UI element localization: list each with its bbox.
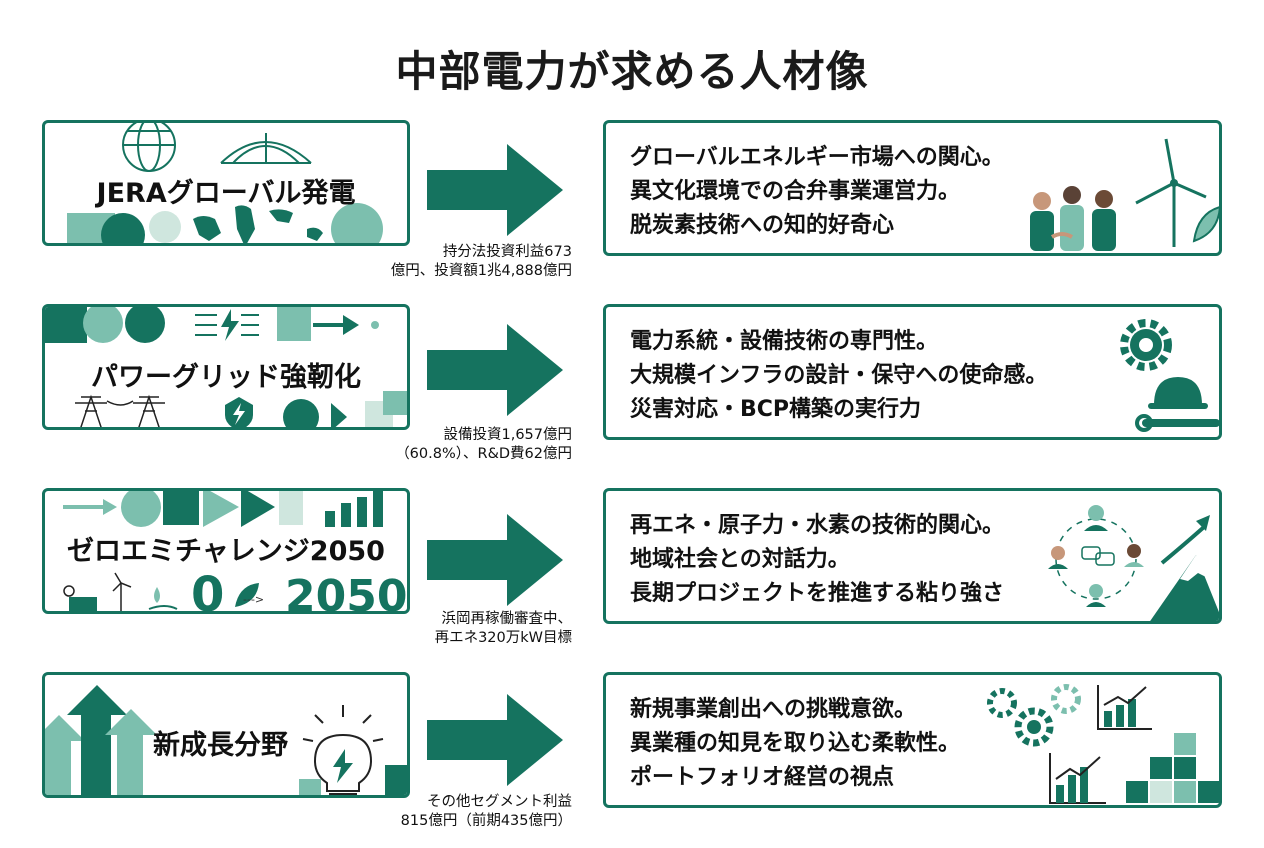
talent-card-grid: 電力系統・設備技術の専門性。 大規模インフラの設計・保守への使命感。 災害対応・… bbox=[603, 304, 1222, 440]
segment-label: ゼロエミチャレンジ2050 bbox=[67, 536, 385, 567]
arrow-right-icon bbox=[427, 694, 563, 786]
segment-card-grid: パワーグリッド強靭化 bbox=[42, 304, 410, 430]
gears-chart-blocks-icon bbox=[987, 684, 1219, 804]
zero-emission-illustration: ---> bbox=[63, 491, 383, 611]
segment-label: JERAグローバル発電 bbox=[96, 178, 356, 209]
segment-card-newgrowth: 新成長分野 bbox=[42, 672, 410, 798]
arrow-right-icon bbox=[427, 324, 563, 416]
talent-requirements: 新規事業創出への挑戦意欲。 異業種の知見を取り込む柔軟性。 ポートフォリオ経営の… bbox=[630, 697, 961, 790]
power-grid-illustration bbox=[45, 307, 407, 427]
segment-label: 新成長分野 bbox=[153, 730, 288, 761]
arrow-right-icon bbox=[427, 144, 563, 236]
segment-note: 浜岡再稼働審査中、 再エネ320万kW目標 bbox=[434, 611, 572, 646]
zero-figure: 0 bbox=[191, 567, 225, 614]
talent-requirements: 再エネ・原子力・水素の技術的関心。 地域社会との対話力。 長期プロジェクトを推進… bbox=[630, 513, 1005, 606]
arrow-right-icon bbox=[427, 514, 563, 606]
year-figure: 2050 bbox=[285, 571, 408, 614]
segment-note: 持分法投資利益673 億円、投資額1兆4,888億円 bbox=[390, 244, 572, 279]
gear-helmet-wrench-icon bbox=[1120, 319, 1219, 432]
segment-note: 設備投資1,657億円 （60.8%）、R&D費62億円 bbox=[395, 427, 572, 462]
handshake-wind-turbine-icon bbox=[1030, 138, 1219, 251]
growth-lightbulb-illustration bbox=[45, 685, 407, 795]
talent-requirements: グローバルエネルギー市場への関心。 異文化環境での合弁事業運営力。 脱炭素技術へ… bbox=[630, 145, 1004, 238]
community-dialogue-mountain-icon bbox=[1048, 505, 1219, 621]
svg-text:--->: ---> bbox=[243, 593, 264, 606]
segment-label: パワーグリッド強靭化 bbox=[91, 362, 361, 393]
talent-card-jera: グローバルエネルギー市場への関心。 異文化環境での合弁事業運営力。 脱炭素技術へ… bbox=[603, 120, 1222, 256]
segment-note: その他セグメント利益 815億円（前期435億円） bbox=[400, 794, 572, 829]
talent-card-zeroemi: 再エネ・原子力・水素の技術的関心。 地域社会との対話力。 長期プロジェクトを推進… bbox=[603, 488, 1222, 624]
segment-card-jera: JERAグローバル発電 bbox=[42, 120, 410, 246]
segment-card-zeroemi: ---> ゼロエミチャレンジ2050 0 2050 bbox=[42, 488, 410, 614]
globe-map-illustration bbox=[67, 123, 383, 243]
talent-requirements: 電力系統・設備技術の専門性。 大規模インフラの設計・保守への使命感。 災害対応・… bbox=[630, 329, 1048, 422]
talent-card-newgrowth: 新規事業創出への挑戦意欲。 異業種の知見を取り込む柔軟性。 ポートフォリオ経営の… bbox=[603, 672, 1222, 808]
page-title: 中部電力が求める人材像 bbox=[395, 47, 869, 96]
